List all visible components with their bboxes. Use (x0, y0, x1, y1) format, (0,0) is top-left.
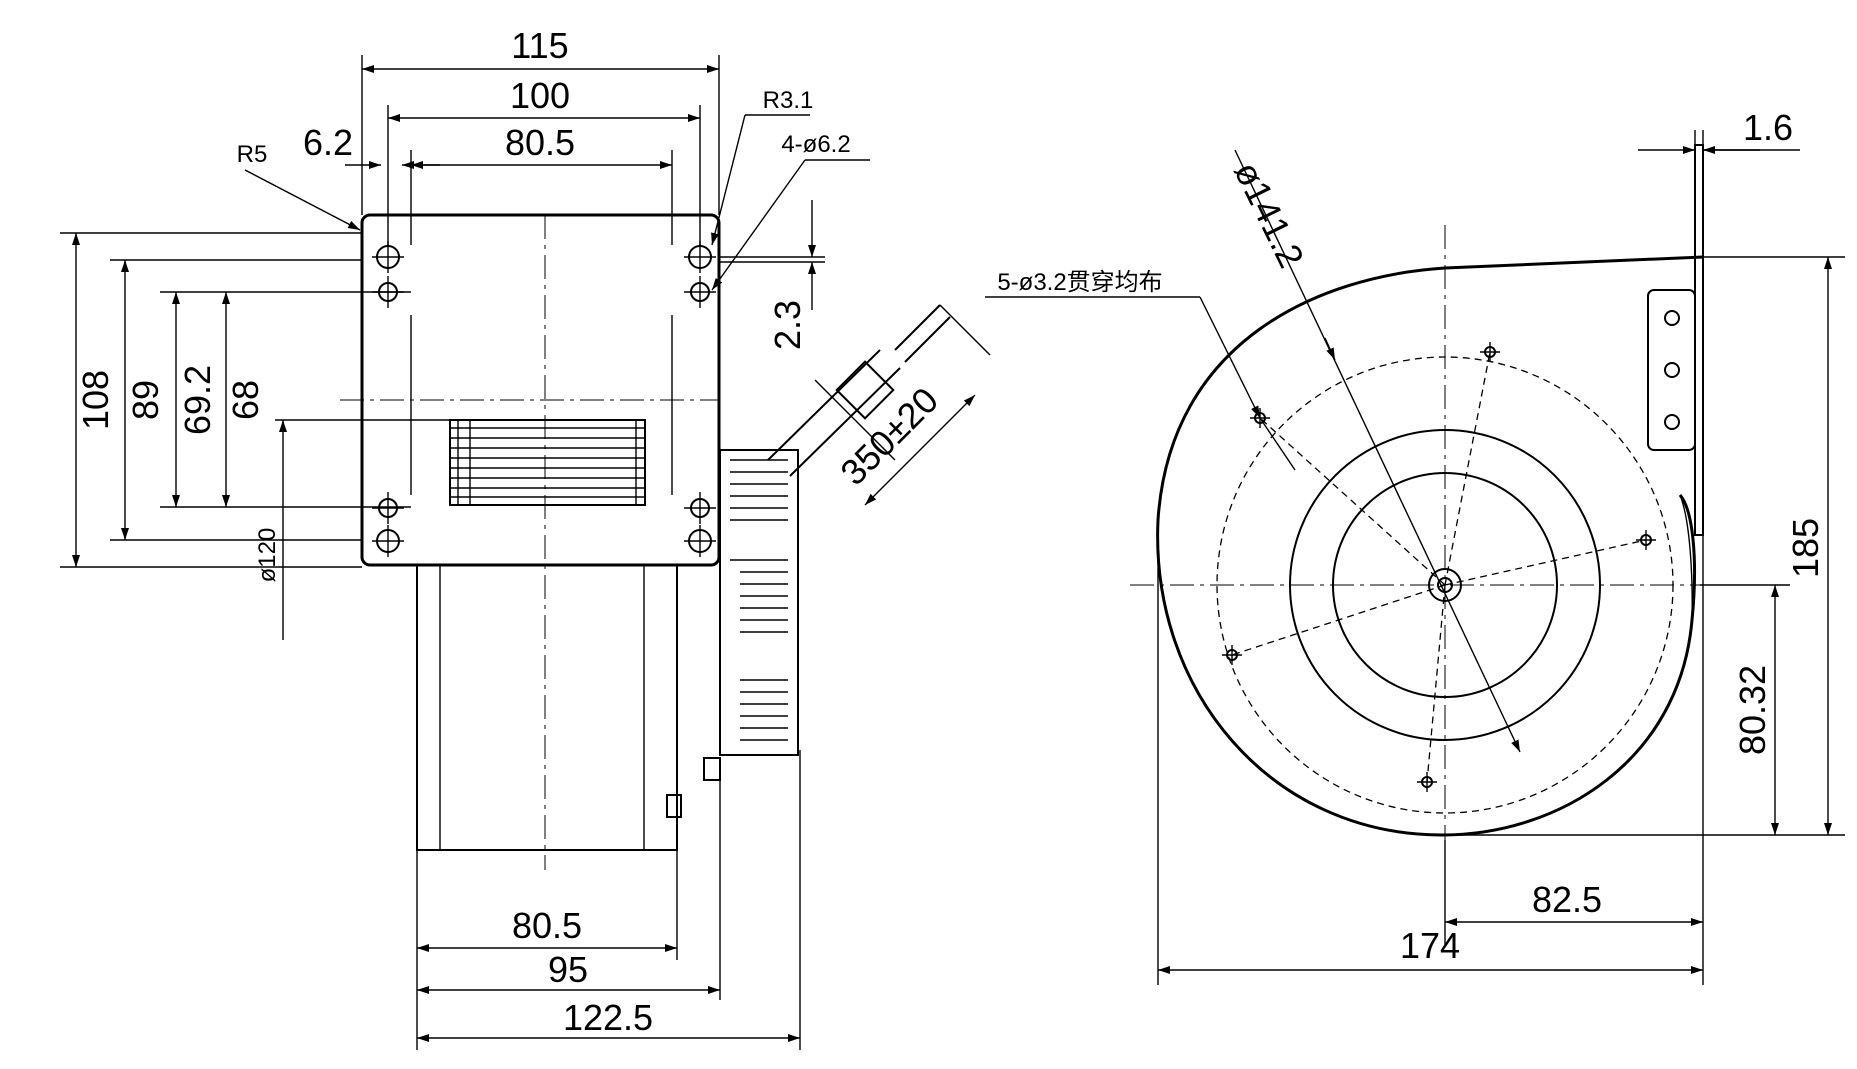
dim-overall-width: 174 (1400, 925, 1460, 966)
dim-overall-height: 108 (75, 370, 116, 430)
heatsink (666, 449, 799, 818)
mount-holes (372, 241, 716, 557)
dim-slot-offset: 6.2 (303, 122, 353, 163)
dim-inner-width: 80.5 (505, 122, 575, 163)
dim-hole-radius: R3.1 (763, 87, 814, 114)
scroll-housing (1156, 255, 1704, 837)
dim-overall-height: 185 (1785, 518, 1826, 578)
dim-slot-length: 2.3 (767, 300, 808, 350)
dim-opening-height: 69.2 (177, 365, 218, 435)
dim-total-depth: 122.5 (563, 997, 653, 1038)
dim-center-offset: 82.5 (1532, 879, 1602, 920)
dim-corner-radius: R5 (237, 141, 268, 168)
dim-cable-length: 350±20 (832, 379, 946, 493)
dim-flange-thickness: 1.6 (1743, 107, 1793, 148)
dim-outlet-height: 68 (225, 380, 266, 420)
impeller-band (449, 419, 646, 506)
side-view: 115 100 80.5 6.2 R5 R3.1 4-ø6.2 2.3 (60, 25, 991, 1050)
dim-bolt-circle: ø141.2 (1226, 155, 1312, 274)
motor-housing (416, 564, 678, 851)
dim-motor-depth: 95 (548, 949, 588, 990)
dim-impeller-dia: ø120 (254, 528, 281, 583)
outlet-flange (1694, 144, 1704, 536)
flange-plate (360, 213, 721, 567)
dim-mount-holes: 5-ø3.2贯穿均布 (997, 269, 1162, 296)
dim-mount-holes: 4-ø6.2 (781, 131, 850, 158)
dim-hole-spacing: 100 (510, 75, 570, 116)
dim-body-width: 80.5 (512, 905, 582, 946)
dim-center-height: 80.32 (1732, 665, 1773, 755)
front-view: ø141.2 5-ø3.2贯穿均布 1.6 185 80.32 (985, 107, 1845, 985)
dim-overall-width: 115 (511, 25, 568, 66)
dim-hole-height: 89 (125, 380, 166, 420)
